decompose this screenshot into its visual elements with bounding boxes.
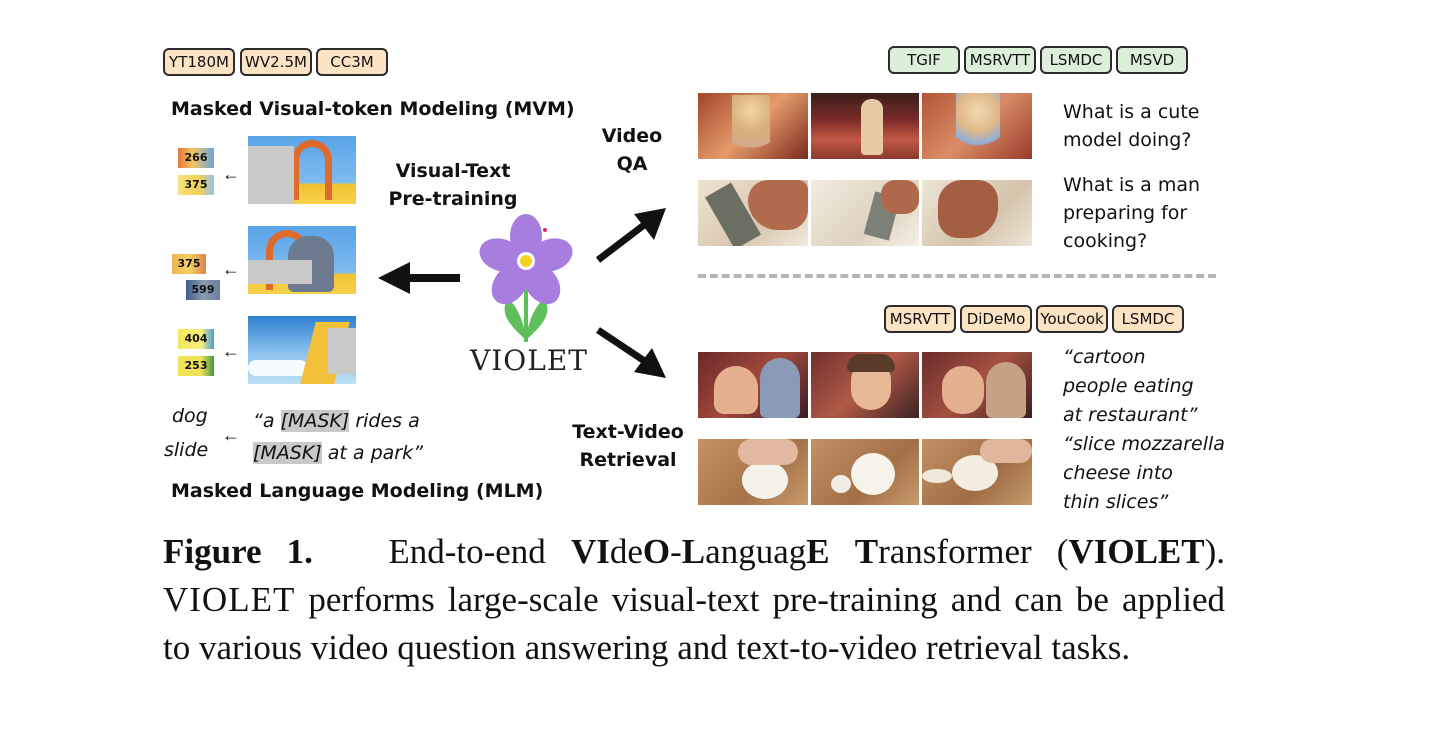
mvm-arrow-2: ←: [222, 259, 240, 279]
mvm-frame-2: [248, 226, 356, 294]
mvm-token-stack-3: 404 253: [176, 326, 216, 378]
qa-frame-2-2: [811, 180, 919, 246]
mvm-title: Masked Visual-token Modeling (MVM): [171, 98, 575, 120]
retrieval-tag-youcook: YouCook: [1036, 305, 1108, 333]
dataset-tag-yt180m: YT180M: [163, 48, 235, 76]
mvm-token-404: 404: [178, 329, 214, 349]
retrieval-tag-msrvtt: MSRVTT: [884, 305, 956, 333]
retrieval-label: Text-Video Retrieval: [572, 421, 684, 471]
mask-patch-2: [248, 260, 312, 284]
mvm-token-stack-2: 375 599: [172, 250, 222, 302]
caption-violet-bold: VIOLET: [1068, 532, 1205, 571]
pretraining-arrow: [378, 262, 460, 294]
qa-tag-tgif: TGIF: [888, 46, 960, 74]
mvm-frame-3: [248, 316, 356, 384]
retrieval-frame-1-2: [811, 352, 919, 418]
mvm-token-375: 375: [178, 175, 214, 195]
violet-logo-text: VIOLET: [470, 344, 588, 377]
section-divider: [698, 274, 1216, 278]
retrieval-tag-didemo: DiDeMo: [960, 305, 1032, 333]
mlm-word-slide: slide: [164, 439, 209, 461]
caption-violet-logo: VIOLET: [163, 580, 296, 619]
mvm-token-266: 266: [178, 148, 214, 168]
qa-tag-lsmdc: LSMDC: [1040, 46, 1112, 74]
arrow-to-retrieval: [596, 327, 666, 378]
qa-frame-1-1: [698, 93, 808, 159]
mlm-arrow: ←: [222, 425, 240, 445]
mvm-token-375b: 375: [172, 254, 206, 274]
dataset-tag-cc3m: CC3M: [316, 48, 388, 76]
mlm-sentence: “a [MASK] rides a [MASK] at a park”: [253, 410, 423, 464]
violet-flower-logo: [479, 214, 573, 342]
mvm-token-253: 253: [178, 356, 214, 376]
qa-frame-1-2: [811, 93, 919, 159]
mvm-token-stack-1: 266 375: [176, 145, 216, 197]
qa-frame-1-3: [922, 93, 1032, 159]
retrieval-frame-2-2: [811, 439, 919, 505]
figure-label: Figure 1.: [163, 532, 313, 571]
mlm-word-dog: dog: [172, 405, 208, 427]
arrow-to-videoqa: [595, 208, 666, 263]
qa-frame-2-1: [698, 180, 808, 246]
retrieval-tag-lsmdc: LSMDC: [1112, 305, 1184, 333]
mask-patch-1: [248, 146, 294, 204]
videoqa-label: Video QA: [601, 125, 663, 175]
retrieval-frame-1-3: [922, 352, 1032, 418]
mvm-arrow-1: ←: [222, 164, 240, 184]
qa-tag-msrvtt: MSRVTT: [964, 46, 1036, 74]
qa-question-2: What is a man preparing for cooking?: [1063, 174, 1201, 252]
dataset-tag-wv25m: WV2.5M: [240, 48, 312, 76]
qa-frame-2-3: [922, 180, 1032, 246]
mlm-title: Masked Language Modeling (MLM): [171, 480, 544, 502]
retrieval-caption-1: “cartoon people eating at restaurant”: [1063, 346, 1198, 426]
mask-token-1: [MASK]: [280, 410, 350, 432]
retrieval-frame-2-3: [922, 439, 1032, 505]
mask-patch-3: [328, 328, 356, 374]
qa-question-1: What is a cute model doing?: [1063, 101, 1200, 151]
pretraining-label: Visual-Text Pre-training: [388, 160, 518, 210]
retrieval-caption-2: “slice mozzarella cheese into thin slice…: [1063, 433, 1225, 513]
figure-caption: Figure 1. End-to-end VIdeO-LanguagE Tran…: [163, 532, 1226, 667]
mvm-frame-1: [248, 136, 356, 204]
mvm-token-599: 599: [186, 280, 220, 300]
mask-token-2: [MASK]: [253, 442, 322, 464]
mvm-arrow-3: ←: [222, 341, 240, 361]
qa-tag-msvd: MSVD: [1116, 46, 1188, 74]
retrieval-frame-2-1: [698, 439, 808, 505]
retrieval-frame-1-1: [698, 352, 808, 418]
